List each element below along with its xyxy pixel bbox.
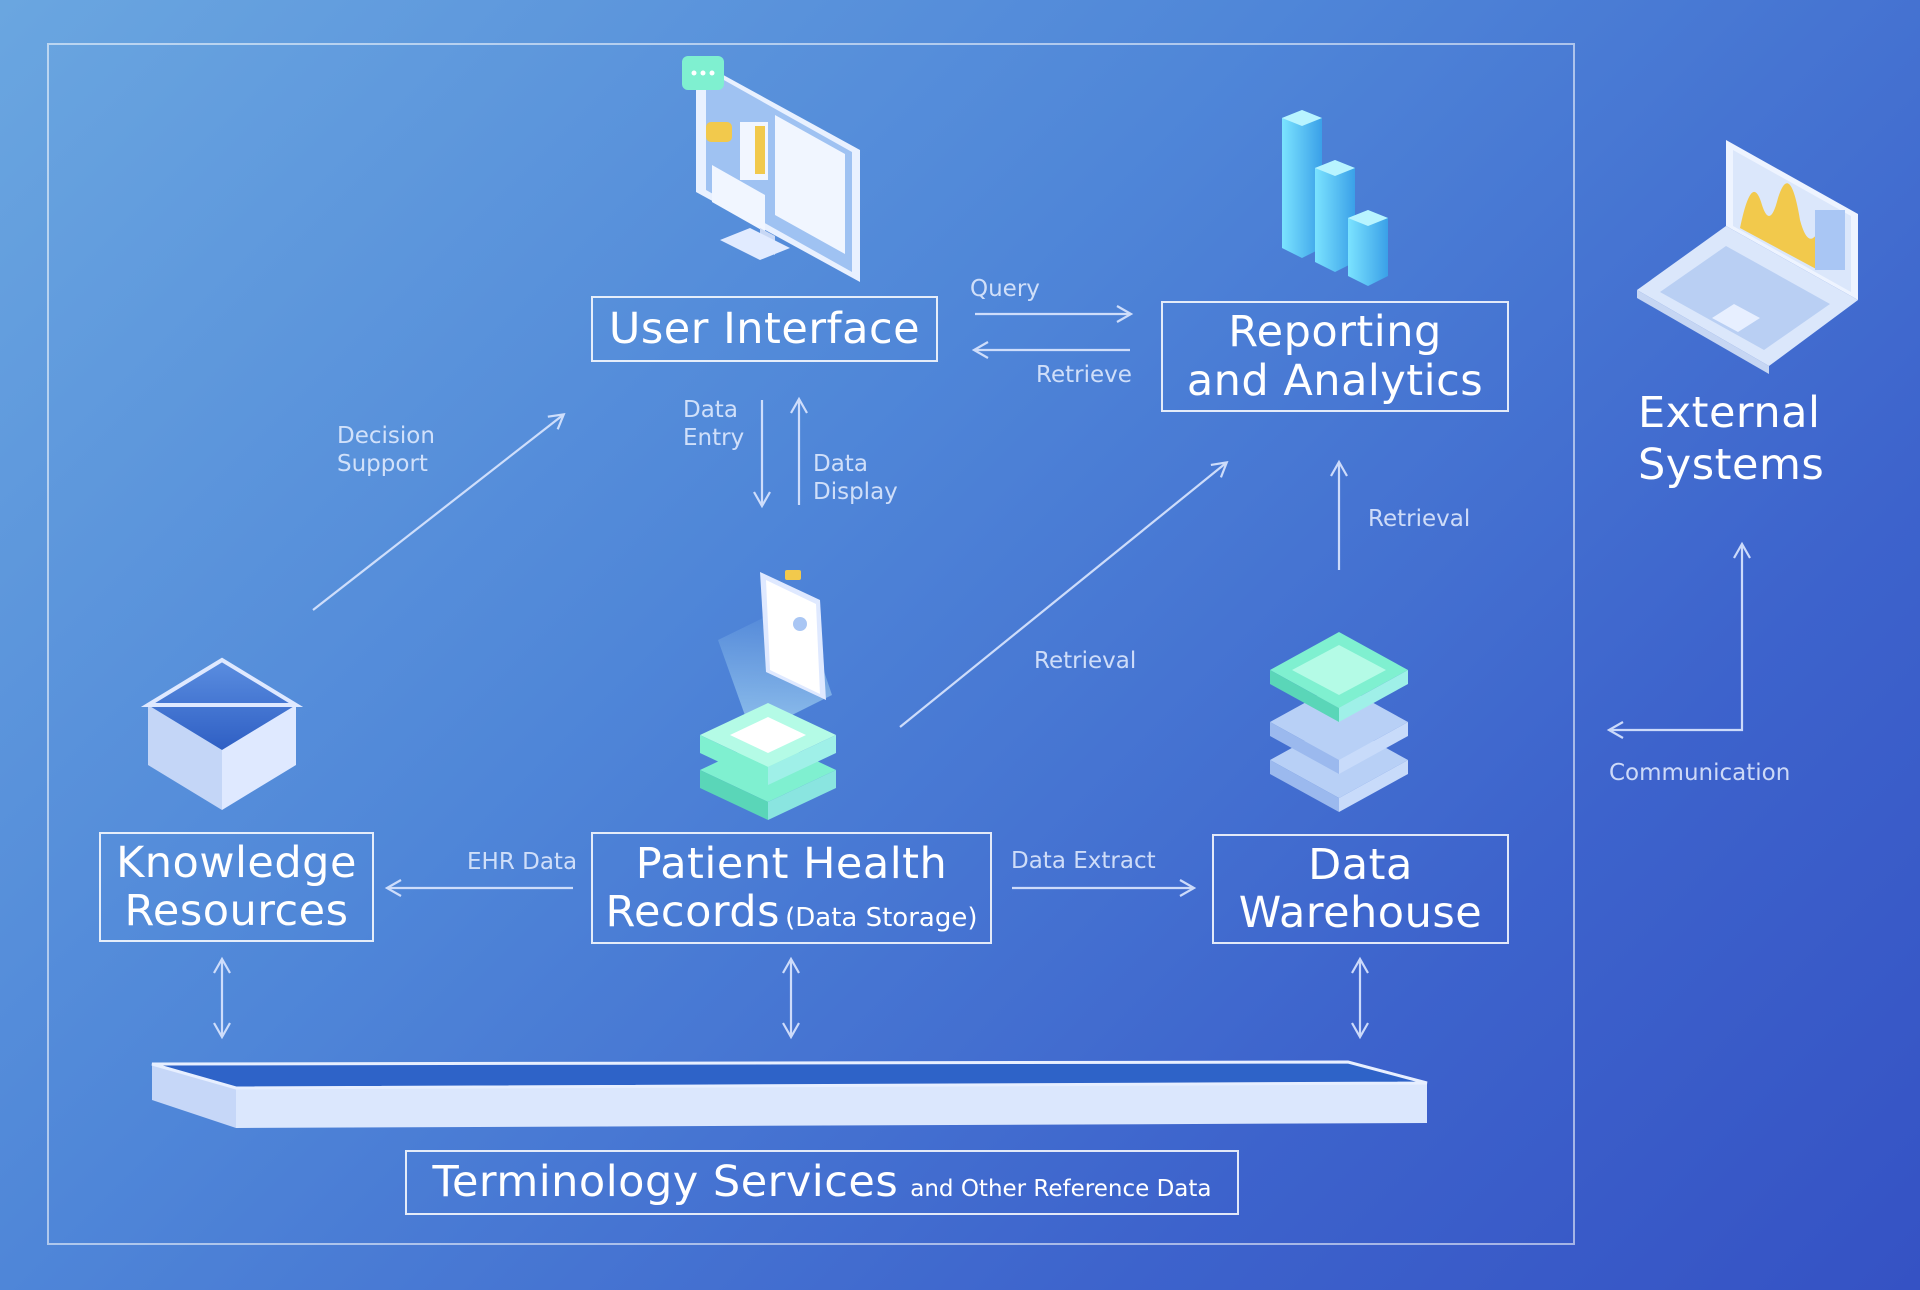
retrieval-label-dw: Retrieval [1368, 506, 1471, 532]
phr-title-line1: Patient Health [635, 838, 948, 889]
bar-chart-icon [1282, 110, 1388, 286]
external-systems-title: External Systems [1638, 388, 1824, 491]
ehr-data-label: EHR Data [467, 849, 578, 875]
decision-support-line1: Decision [337, 423, 435, 449]
data-entry-line2: Entry [683, 424, 745, 451]
dw-title-line1: Data [1308, 839, 1413, 890]
external-title-line2: Systems [1638, 439, 1825, 490]
data-entry-line1: Data [683, 397, 738, 423]
phr-title-line2: Records [605, 887, 781, 937]
data-display-line1: Data [813, 451, 868, 477]
data-display-line2: Display [813, 478, 898, 505]
decision-support-line2: Support [337, 450, 428, 477]
platform-icon [151, 1060, 1428, 1128]
retrieve-label: Retrieve [1036, 362, 1132, 388]
data-display-label: Data Display [813, 451, 898, 506]
data-extract-label: Data Extract [1011, 848, 1156, 874]
terminology-services-box: Terminology Services and Other Reference… [405, 1150, 1239, 1215]
database-stack-icon [1270, 632, 1408, 812]
cube-icon [140, 657, 304, 810]
knowledge-resources-box: Knowledge Resources [99, 832, 374, 942]
terminology-note: and Other Reference Data [910, 1176, 1212, 1202]
phr-retrieval-arrow [899, 460, 1229, 728]
terminology-title: Terminology Services [432, 1157, 899, 1207]
system-boundary [47, 43, 1575, 1245]
query-label: Query [970, 276, 1040, 302]
phr-title-note: (Data Storage) [785, 903, 978, 933]
monitor-icon [682, 56, 860, 282]
data-warehouse-box: Data Warehouse [1212, 834, 1509, 944]
knowledge-title-line2: Resources [124, 886, 349, 936]
decision-support-label: Decision Support [337, 423, 435, 478]
communication-label: Communication [1609, 760, 1791, 786]
laptop-icon [1637, 140, 1858, 374]
external-title-line1: External [1638, 388, 1821, 438]
data-entry-label: Data Entry [683, 397, 744, 452]
knowledge-title-line1: Knowledge [116, 837, 357, 888]
user-interface-title: User Interface [608, 303, 921, 354]
communication-arrow [1606, 541, 1751, 739]
retrieval-label-phr: Retrieval [1034, 648, 1137, 674]
user-interface-box: User Interface [591, 296, 938, 362]
patient-health-records-box: Patient Health Records (Data Storage) [591, 832, 992, 944]
phr-title-line2-wrap: Records (Data Storage) [606, 888, 978, 936]
decision-support-arrow [312, 413, 566, 611]
reporting-title-line1: Reporting [1228, 307, 1442, 358]
reporting-title-line2: and Analytics [1186, 355, 1484, 406]
reporting-analytics-box: Reporting and Analytics [1161, 301, 1509, 412]
clipboard-server-icon [700, 570, 836, 820]
dw-title-line2: Warehouse [1238, 888, 1483, 938]
